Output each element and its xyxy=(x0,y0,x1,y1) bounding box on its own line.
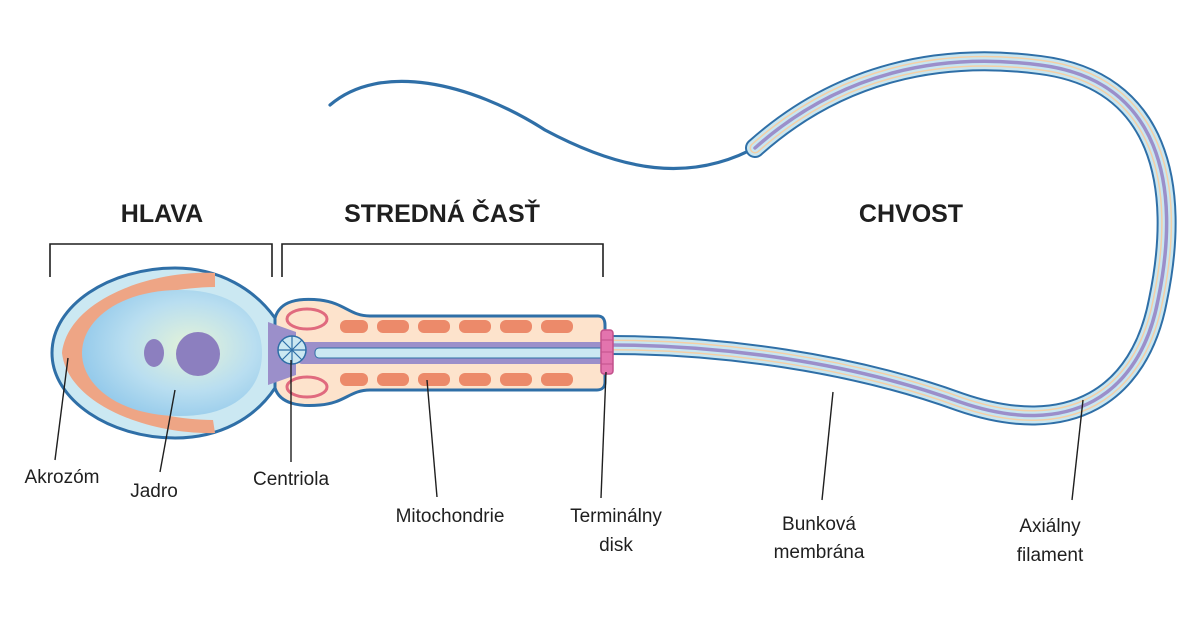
label-terminal-disc-line1: Terminálny xyxy=(570,506,662,527)
leader-cell-membrane xyxy=(821,391,834,501)
midpiece-axial-core xyxy=(314,347,606,359)
midpiece-bracket xyxy=(281,243,604,277)
tail-outline xyxy=(600,51,1177,426)
midpiece xyxy=(273,297,614,407)
label-terminal-disc-line2: disk xyxy=(599,535,633,556)
mitochondrion xyxy=(340,373,368,386)
nucleus-dot-large xyxy=(176,332,220,376)
mitochondrion xyxy=(541,320,573,333)
leader-nucleus xyxy=(159,389,176,473)
mitochondrion xyxy=(377,320,409,333)
acrosome xyxy=(62,272,215,434)
label-axial-filament-line1: Axiálny xyxy=(1019,516,1081,537)
head xyxy=(50,266,307,440)
mitochondrion xyxy=(500,373,532,386)
label-cell-membrane-line1: Bunková xyxy=(782,514,856,535)
section-title-midpiece: STREDNÁ ČASŤ xyxy=(344,198,540,228)
mitochondrion xyxy=(340,320,368,333)
tail-axial-filament xyxy=(608,59,1169,418)
tail-stripe-outer xyxy=(604,55,1173,421)
mitochondrion xyxy=(377,373,409,386)
tail-membrane xyxy=(602,53,1175,424)
label-nucleus: Jadro xyxy=(130,481,178,502)
label-centriole: Centriola xyxy=(253,469,329,490)
label-acrosome: Akrozóm xyxy=(25,467,100,488)
mitochondrion-ring-bottom xyxy=(285,375,329,399)
mitochondrion xyxy=(500,320,532,333)
tail xyxy=(328,51,1177,426)
centriole xyxy=(277,335,307,365)
nucleus-dot-small xyxy=(144,339,164,367)
mitochondrion xyxy=(459,320,491,333)
leader-terminal-disc xyxy=(600,371,607,499)
leader-acrosome xyxy=(54,357,69,461)
label-axial-filament-line2: filament xyxy=(1017,545,1084,566)
mitochondrion xyxy=(418,320,450,333)
label-cell-membrane-line2: membrána xyxy=(774,542,865,563)
tail-stripe-inner xyxy=(606,57,1171,420)
section-title-tail: CHVOST xyxy=(859,200,963,228)
mitochondria-top-row xyxy=(340,320,573,333)
mitochondrion xyxy=(459,373,491,386)
mitochondrion xyxy=(418,373,450,386)
head-bracket xyxy=(49,243,273,277)
nucleus xyxy=(82,290,262,416)
mitochondrion-ring-top xyxy=(285,307,329,331)
mitochondrion xyxy=(541,373,573,386)
leader-mitochondria xyxy=(426,379,438,498)
mitochondria-bottom-row xyxy=(340,373,573,386)
section-title-head: HLAVA xyxy=(121,200,203,228)
tail-end-filament xyxy=(328,79,762,171)
label-mitochondria: Mitochondrie xyxy=(396,506,505,527)
leader-axial-filament xyxy=(1071,399,1084,501)
